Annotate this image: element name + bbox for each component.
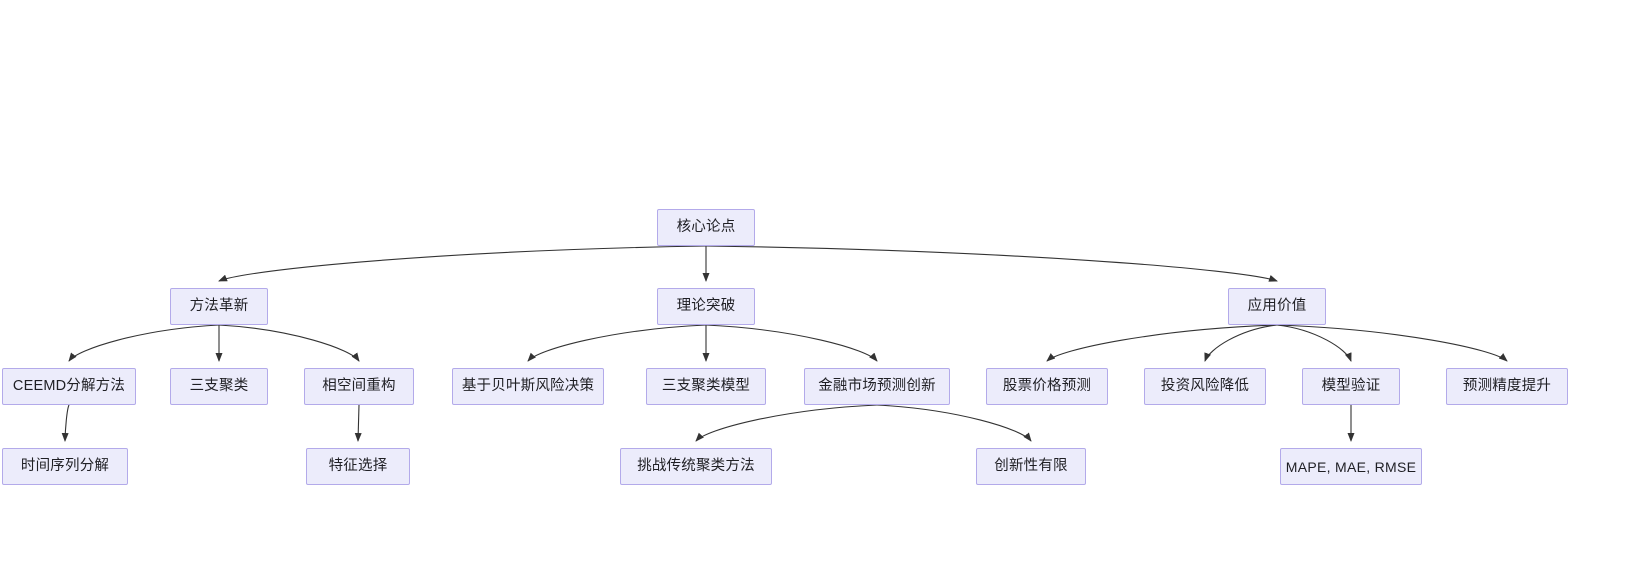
edge-m2-to-b1 — [527, 324, 707, 362]
node-label: 应用价值 — [1247, 298, 1307, 315]
node-b3a[interactable]: 挑战传统聚类方法 — [620, 448, 772, 485]
node-c2[interactable]: 投资风险降低 — [1144, 368, 1266, 405]
edge-b3-to-b3a — [695, 404, 878, 442]
node-label: 三支聚类 — [189, 378, 249, 395]
node-m2[interactable]: 理论突破 — [657, 288, 755, 325]
edge-root-to-m1 — [218, 245, 707, 282]
node-a2[interactable]: 三支聚类 — [170, 368, 268, 405]
node-m1[interactable]: 方法革新 — [170, 288, 268, 325]
node-label: 方法革新 — [189, 298, 249, 315]
edge-m1-to-a3 — [218, 324, 360, 362]
node-label: 理论突破 — [676, 298, 736, 315]
edge-b3-to-b3b — [876, 404, 1032, 442]
edge-a3-to-a3a — [354, 404, 362, 442]
edge-m3-to-c2 — [1204, 324, 1278, 362]
node-c3a[interactable]: MAPE, MAE, RMSE — [1280, 448, 1422, 485]
node-b1[interactable]: 基于贝叶斯风险决策 — [452, 368, 604, 405]
node-b3[interactable]: 金融市场预测创新 — [804, 368, 950, 405]
node-label: 核心论点 — [676, 219, 736, 236]
node-label: 挑战传统聚类方法 — [637, 458, 755, 475]
node-a3[interactable]: 相空间重构 — [304, 368, 414, 405]
node-b2[interactable]: 三支聚类模型 — [646, 368, 766, 405]
node-label: 金融市场预测创新 — [818, 378, 936, 395]
node-a1[interactable]: CEEMD分解方法 — [2, 368, 136, 405]
node-a3a[interactable]: 特征选择 — [306, 448, 410, 485]
node-label: CEEMD分解方法 — [12, 378, 126, 395]
edge-root-to-m3 — [705, 245, 1278, 282]
node-label: 创新性有限 — [994, 458, 1068, 475]
node-label: 相空间重构 — [322, 378, 396, 395]
node-c3[interactable]: 模型验证 — [1302, 368, 1400, 405]
node-b3b[interactable]: 创新性有限 — [976, 448, 1086, 485]
edge-m3-to-c4 — [1276, 324, 1508, 362]
node-root[interactable]: 核心论点 — [657, 209, 755, 246]
node-c1[interactable]: 股票价格预测 — [986, 368, 1108, 405]
node-label: 时间序列分解 — [20, 458, 110, 475]
edge-m3-to-c3 — [1276, 324, 1352, 362]
edge-m1-to-a1 — [68, 324, 220, 362]
node-label: 模型验证 — [1321, 378, 1381, 395]
node-a1a[interactable]: 时间序列分解 — [2, 448, 128, 485]
edge-m2-to-b3 — [705, 324, 878, 362]
node-label: 基于贝叶斯风险决策 — [461, 378, 595, 395]
node-label: 股票价格预测 — [1002, 378, 1092, 395]
edge-a1-to-a1a — [61, 404, 70, 442]
node-label: 特征选择 — [328, 458, 388, 475]
node-label: 投资风险降低 — [1160, 378, 1250, 395]
node-label: MAPE, MAE, RMSE — [1285, 458, 1417, 475]
node-c4[interactable]: 预测精度提升 — [1446, 368, 1568, 405]
node-label: 预测精度提升 — [1462, 378, 1552, 395]
node-m3[interactable]: 应用价值 — [1228, 288, 1326, 325]
edge-m3-to-c1 — [1046, 324, 1278, 362]
node-label: 三支聚类模型 — [661, 378, 751, 395]
